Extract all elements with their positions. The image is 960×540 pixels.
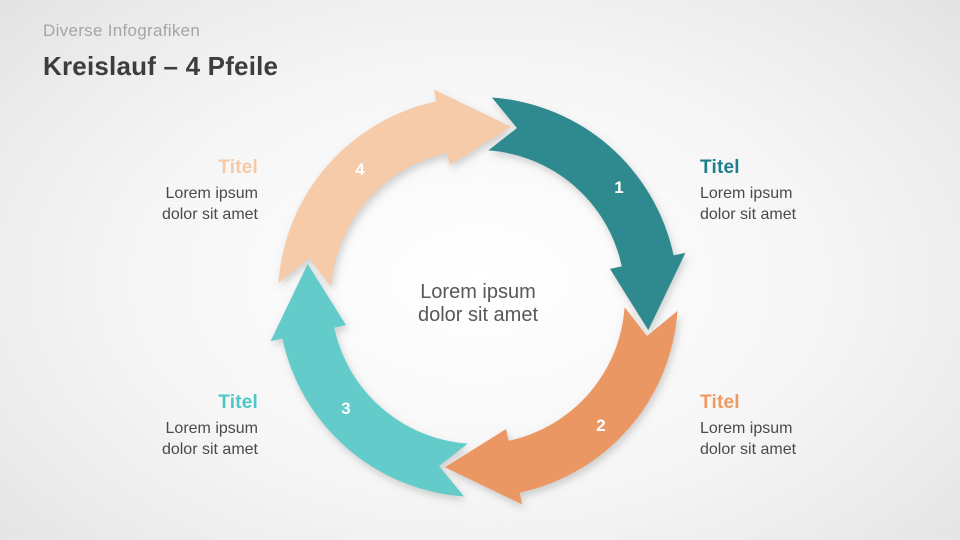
step-text-3-line1: Lorem ipsum (165, 420, 258, 437)
cycle-arrow-4-icon (278, 89, 512, 287)
step-label-3: Titel Lorem ipsum dolor sit amet (68, 392, 258, 460)
step-number-3: 3 (341, 399, 350, 418)
step-number-4: 4 (355, 160, 365, 179)
step-title-1: Titel (700, 157, 740, 178)
step-label-4: Titel Lorem ipsum dolor sit amet (68, 157, 258, 225)
step-title-4: Titel (218, 157, 258, 178)
step-text-2-line1: Lorem ipsum (700, 420, 793, 437)
step-text-4-line1: Lorem ipsum (165, 185, 258, 202)
step-number-2: 2 (596, 416, 605, 435)
page-title: Kreislauf – 4 Pfeile (43, 51, 279, 81)
step-text-1-line2: dolor sit amet (700, 206, 797, 223)
step-number-1: 1 (614, 178, 623, 197)
step-text-2-line2: dolor sit amet (700, 441, 797, 458)
step-label-1: Titel Lorem ipsum dolor sit amet (700, 157, 890, 225)
center-label: Lorem ipsum dolor sit amet (338, 281, 618, 327)
step-label-2: Titel Lorem ipsum dolor sit amet (700, 392, 890, 460)
step-text-1-line1: Lorem ipsum (700, 185, 793, 202)
slide-subtitle: Diverse Infografiken (43, 21, 201, 40)
step-title-2: Titel (700, 392, 740, 413)
cycle-arrow-2-icon (444, 307, 678, 505)
step-text-3-line2: dolor sit amet (161, 441, 258, 458)
center-label-line1: Lorem ipsum (420, 281, 536, 303)
step-title-3: Titel (218, 392, 258, 413)
step-text-4-line2: dolor sit amet (161, 206, 258, 223)
center-label-line2: dolor sit amet (417, 304, 539, 326)
